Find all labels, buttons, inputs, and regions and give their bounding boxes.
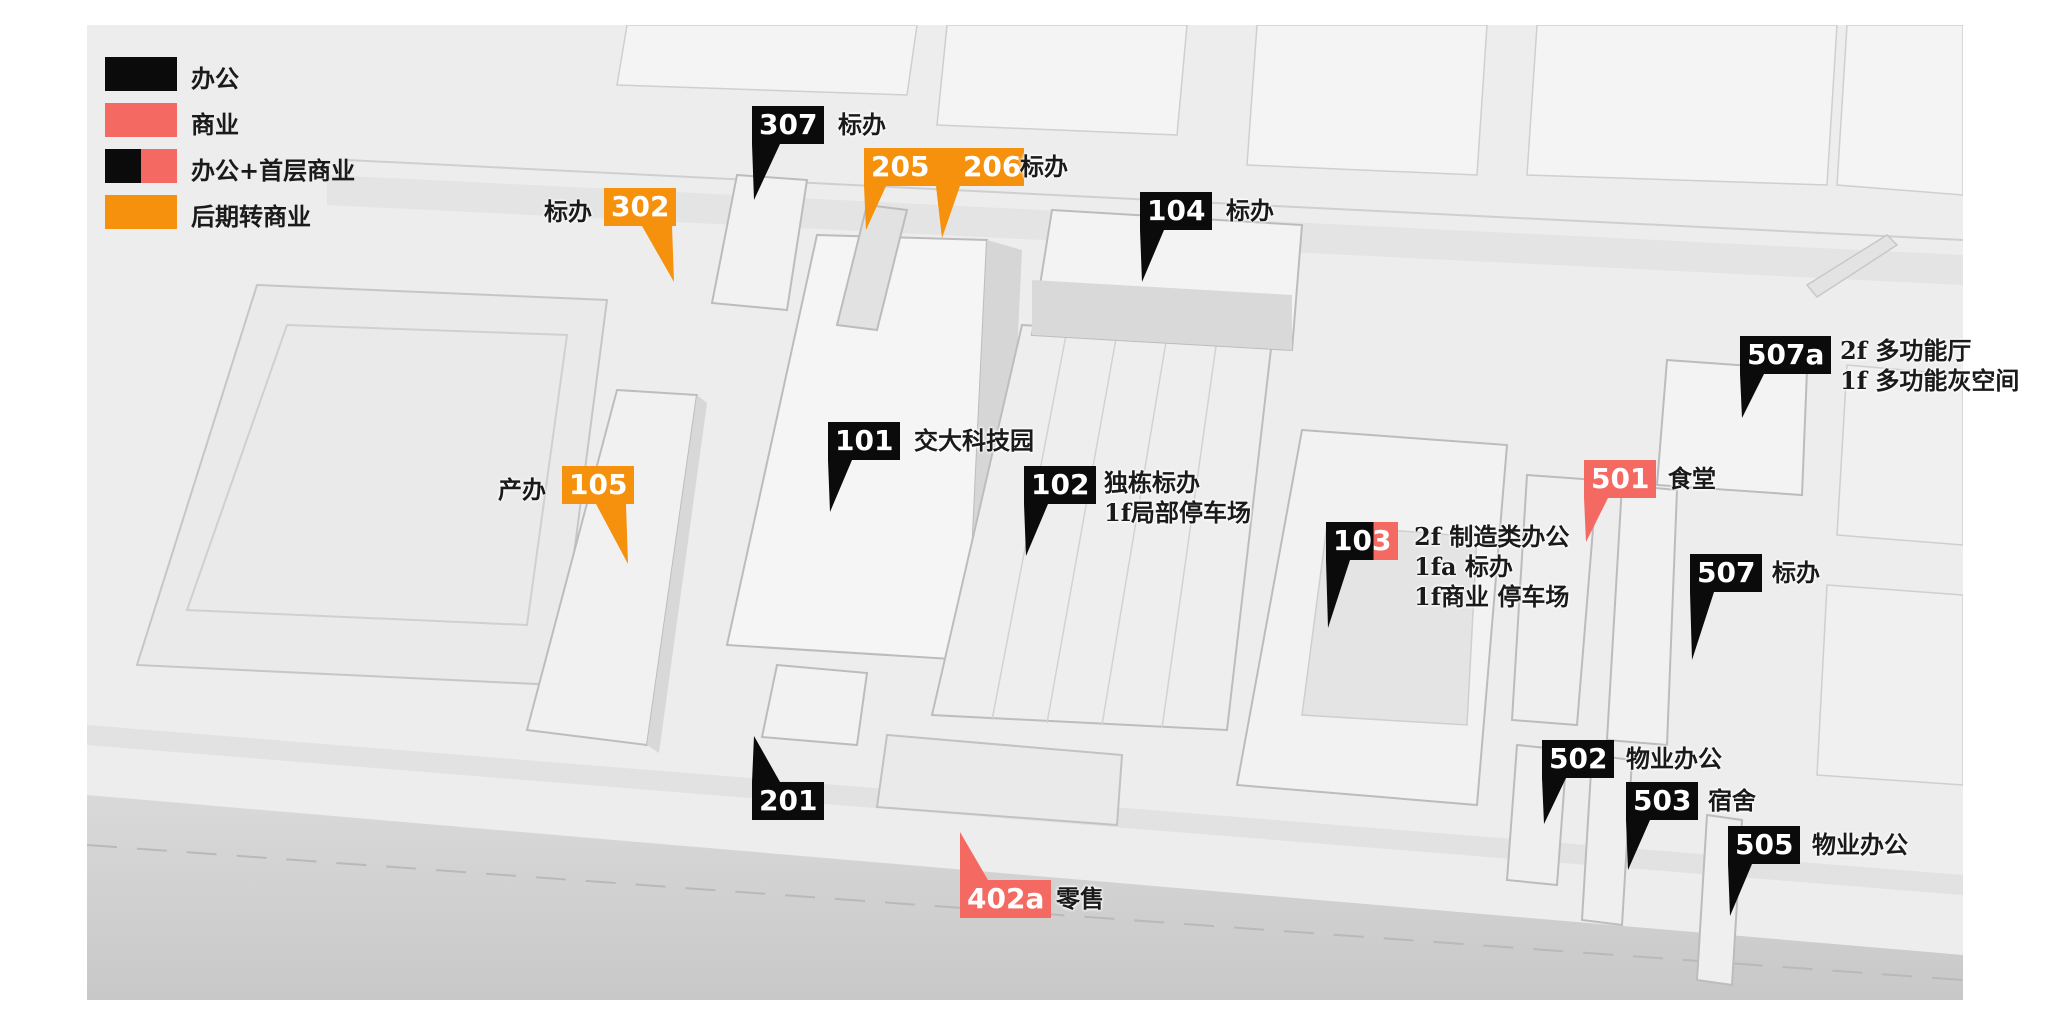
- tag-pointer: [1728, 864, 1752, 916]
- tag-pointer: [642, 226, 674, 282]
- building-desc-line-1: 独栋标办: [1104, 468, 1200, 497]
- building-desc-line-2: 1f 多功能灰空间: [1840, 366, 2020, 395]
- building-desc-line-1: 2f 制造类办公: [1414, 522, 1570, 551]
- building-code-205: 205: [871, 150, 930, 183]
- legend-label: 后期转商业: [191, 202, 311, 231]
- building-code-206: 206: [962, 150, 1022, 183]
- legend-label: 商业: [191, 110, 239, 139]
- building-code: 503: [1626, 782, 1699, 820]
- building-desc: 标办: [544, 197, 592, 226]
- tag-pointer: [1542, 778, 1566, 824]
- building-code: 502: [1542, 740, 1615, 778]
- building-desc: 标办: [1226, 196, 1274, 225]
- building-desc: 产办: [498, 475, 546, 504]
- building-desc-line-2: 1fa 标办: [1414, 552, 1513, 581]
- tag-pointer: [1140, 230, 1164, 282]
- tag-pointer: [752, 736, 780, 782]
- legend-label: 办公: [191, 64, 239, 93]
- building-code: 402a: [960, 880, 1052, 918]
- tag-pointer: [1690, 592, 1714, 660]
- legend-label: 办公+首层商业: [191, 156, 356, 185]
- legend-swatch-future-commercial: [105, 195, 177, 229]
- building-desc: 物业办公: [1812, 830, 1908, 859]
- building-code: 205 206: [864, 148, 1024, 186]
- building-desc-line-2: 1f局部停车场: [1104, 498, 1252, 527]
- tag-pointer: [1584, 498, 1608, 542]
- legend-item-commercial: 商业: [105, 103, 405, 139]
- legend-item-future-commercial: 后期转商业: [105, 195, 405, 231]
- tag-pointer: [752, 144, 780, 200]
- legend-item-office: 办公: [105, 57, 405, 93]
- building-desc: 标办: [1772, 558, 1820, 587]
- building-desc: 宿舍: [1708, 786, 1756, 815]
- building-desc: 物业办公: [1626, 744, 1722, 773]
- tag-pointer: [864, 186, 960, 238]
- building-code: 201: [752, 782, 825, 820]
- building-desc: 标办: [1020, 152, 1068, 181]
- tag-pointer: [960, 832, 988, 880]
- tag-pointer: [596, 504, 628, 564]
- building-code: 102: [1024, 466, 1097, 504]
- building-code: 302: [604, 188, 677, 226]
- building-code: 507a: [1740, 336, 1832, 374]
- building-desc-line-1: 2f 多功能厅: [1840, 336, 1972, 365]
- building-desc: 交大科技园: [914, 426, 1034, 455]
- legend-swatch-office: [105, 57, 177, 91]
- building-code: 101: [828, 422, 901, 460]
- building-code: 105: [562, 466, 635, 504]
- legend-item-office-ground-commercial: 办公+首层商业: [105, 149, 405, 185]
- legend-swatch-commercial: [105, 103, 177, 137]
- building-desc-line-3: 1f商业 停车场: [1414, 582, 1570, 611]
- building-code: 501: [1584, 460, 1657, 498]
- tag-pointer: [1626, 820, 1650, 870]
- tag-pointer: [828, 460, 852, 512]
- building-desc: 零售: [1056, 884, 1104, 913]
- tag-pointer: [1326, 560, 1350, 628]
- tag-pointer: [1024, 504, 1048, 556]
- building-desc: 食堂: [1668, 464, 1716, 493]
- building-code: 307: [752, 106, 825, 144]
- building-code: 505: [1728, 826, 1801, 864]
- building-code: 507: [1690, 554, 1763, 592]
- tag-pointer: [1740, 374, 1764, 418]
- building-code: 104: [1140, 192, 1213, 230]
- legend-swatch-office-ground-commercial: [105, 149, 177, 183]
- building-code: 103: [1326, 522, 1399, 560]
- building-desc: 标办: [838, 110, 886, 139]
